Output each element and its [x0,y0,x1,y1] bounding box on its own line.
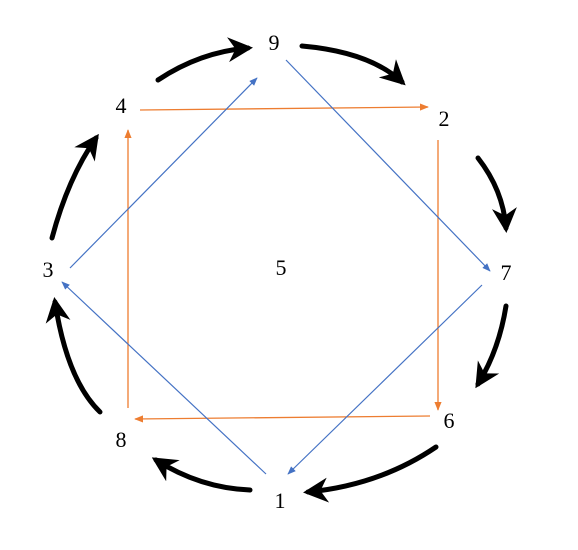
node-8: 8 [116,427,127,452]
arc-4-to-9 [155,37,253,83]
node-2: 2 [439,106,450,131]
blue-edge-3-to-9 [69,77,258,269]
node-9: 9 [269,30,280,55]
orange-edge-4-to-2 [139,103,429,111]
node-7: 7 [501,260,512,285]
orange-square [124,103,442,423]
arc-7-to-6 [475,303,509,389]
node-3: 3 [43,257,54,282]
arc-8-to-3 [45,297,103,415]
blue-edge-1-to-3 [61,281,267,475]
blue-edge-9-to-7 [285,59,491,272]
blue-diamond [61,59,491,475]
arc-2-to-7 [475,155,517,233]
node-5: 5 [276,255,287,280]
arc-9-to-2 [299,43,406,86]
node-1: 1 [275,488,286,513]
orange-edge-6-to-8 [134,415,431,423]
node-6: 6 [444,408,455,433]
arc-3-to-4 [49,133,99,241]
arc-1-to-8 [151,457,253,493]
outer-cycle [45,37,517,503]
node-labels: 9 2 7 6 1 8 3 4 5 [43,30,512,513]
arc-6-to-1 [303,444,439,503]
blue-edge-7-to-1 [287,284,483,475]
node-4: 4 [116,93,127,118]
